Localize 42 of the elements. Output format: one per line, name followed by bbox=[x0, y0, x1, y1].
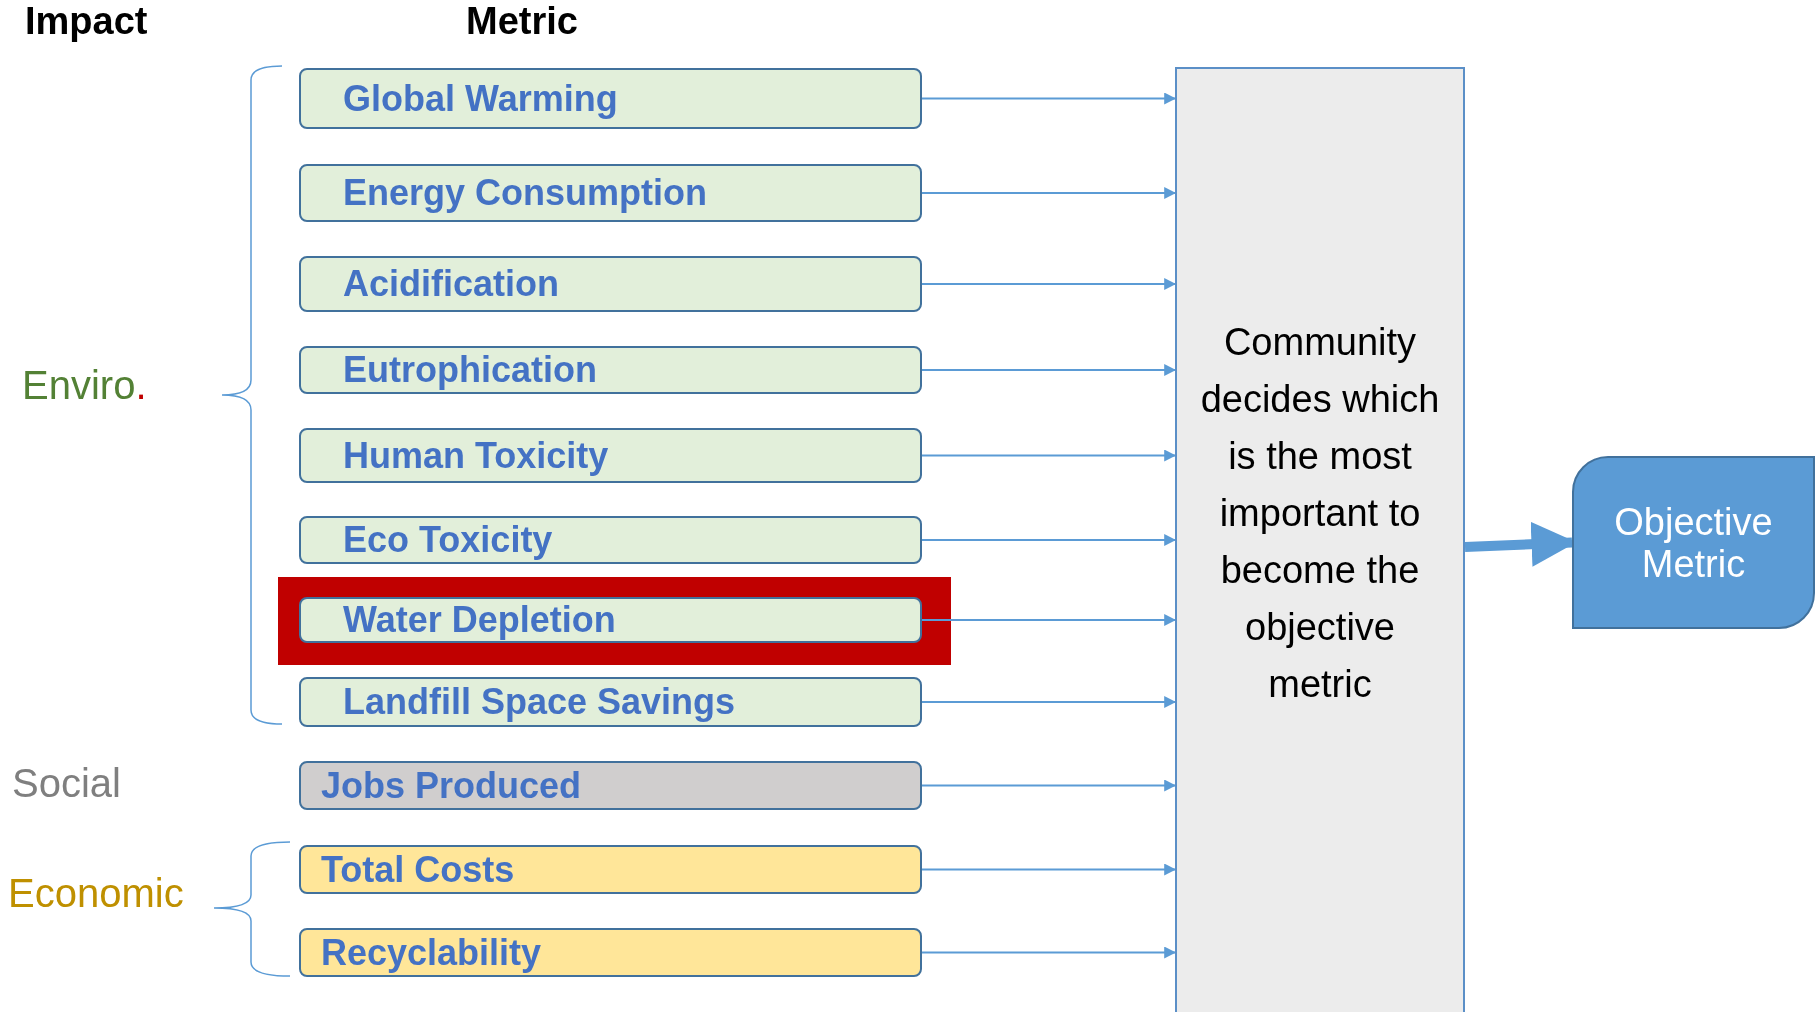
metric-box bbox=[299, 928, 922, 977]
node-text: Eutrophication bbox=[343, 352, 597, 388]
node-text: Human Toxicity bbox=[343, 437, 609, 474]
metric-box bbox=[299, 346, 922, 394]
node-text: Jobs Produced bbox=[321, 767, 582, 804]
metric-box bbox=[299, 761, 922, 810]
column-heading: Metric bbox=[466, 2, 578, 40]
node-text: Recyclability bbox=[321, 934, 542, 971]
decision-panel bbox=[1175, 67, 1465, 1012]
arrow bbox=[921, 449, 1177, 462]
metric-box bbox=[299, 677, 922, 727]
category-label: Enviro. bbox=[22, 365, 147, 405]
arrow bbox=[921, 863, 1177, 876]
metric-box bbox=[299, 428, 922, 483]
metric-box bbox=[299, 68, 922, 129]
category-label: Economic bbox=[8, 873, 184, 913]
arrow bbox=[921, 278, 1177, 290]
node-text: Community decides which is the most important to become the objective metric bbox=[1199, 320, 1441, 707]
node-text: Total Costs bbox=[321, 851, 515, 888]
arrow bbox=[921, 614, 1177, 626]
node-text: Water Depletion bbox=[343, 602, 616, 638]
arrow bbox=[921, 534, 1177, 546]
arrow bbox=[921, 696, 1177, 708]
node-text: Energy Consumption bbox=[343, 175, 707, 211]
arrow bbox=[921, 364, 1177, 376]
arrow bbox=[921, 779, 1177, 792]
column-heading: Impact bbox=[25, 2, 148, 40]
metric-box bbox=[299, 597, 922, 643]
arrow bbox=[921, 187, 1177, 199]
metric-box bbox=[299, 516, 922, 564]
node-text: Eco Toxicity bbox=[343, 522, 553, 558]
node-text: Global Warming bbox=[343, 80, 618, 117]
node-text: Landfill Space Savings bbox=[343, 684, 736, 720]
arrow bbox=[921, 92, 1177, 105]
category-label: Social bbox=[12, 763, 121, 803]
metric-box bbox=[299, 845, 922, 894]
result-box bbox=[1572, 456, 1815, 629]
node-text: Acidification bbox=[343, 266, 560, 302]
arrow bbox=[921, 946, 1177, 959]
node-text: Objective Metric bbox=[1613, 500, 1774, 585]
metric-box bbox=[299, 256, 922, 312]
metric-box bbox=[299, 164, 922, 222]
